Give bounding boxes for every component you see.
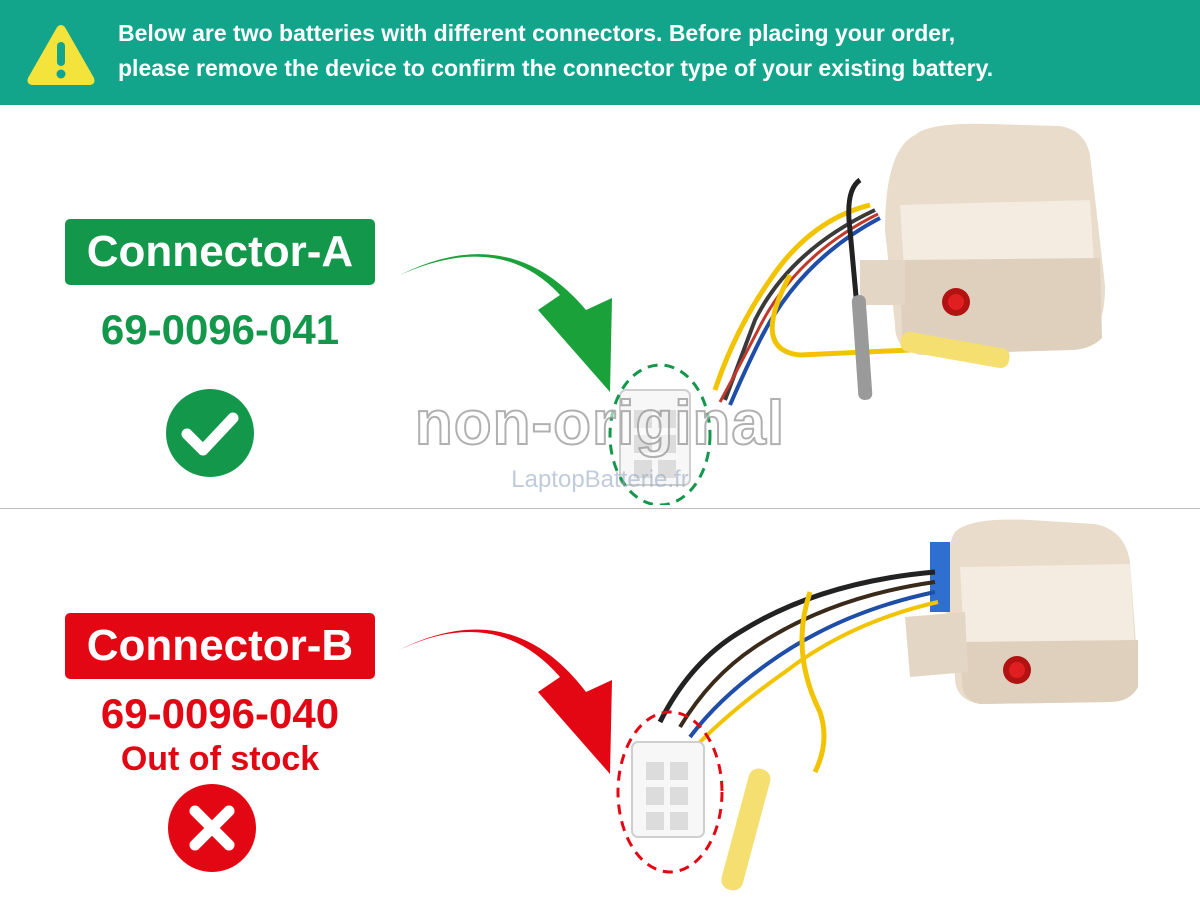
connector-b-badge: Connector-B: [65, 613, 375, 679]
battery-b-photo: [395, 519, 1138, 891]
banner-line-2: please remove the device to confirm the …: [118, 55, 994, 81]
watermark-text: non-original: [414, 388, 786, 459]
battery-a-photo: [400, 123, 1106, 505]
connector-b-part-number: 69-0096-040: [100, 690, 340, 737]
banner-message: Below are two batteries with different c…: [118, 16, 1188, 86]
stock-status: Out of stock: [120, 740, 320, 778]
watermark-site: LaptopBatterie.fr: [511, 466, 689, 493]
connector-a-badge: Connector-A: [65, 219, 375, 285]
warning-banner: Below are two batteries with different c…: [0, 0, 1200, 105]
check-circle-icon: [166, 389, 254, 477]
section-divider: [0, 508, 1200, 509]
banner-line-1: Below are two batteries with different c…: [118, 20, 956, 46]
warning-triangle-icon: [27, 25, 95, 85]
x-circle-icon: [168, 784, 256, 872]
connector-a-part-number: 69-0096-041: [100, 306, 340, 353]
